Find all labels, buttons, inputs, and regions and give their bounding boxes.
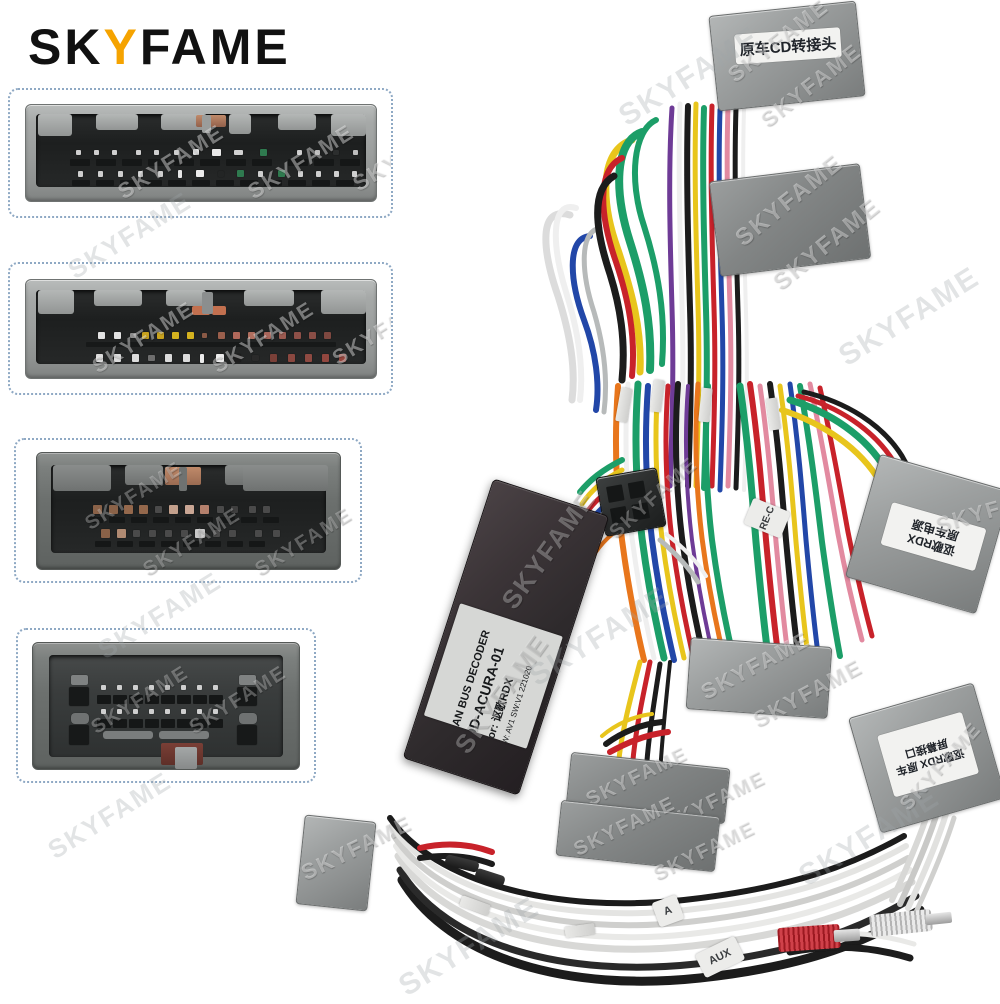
wire-bundle-graphics [387,101,957,986]
rca-plug-red[interactable] [777,923,861,953]
connector-label-rdx-power: 讴歌RDX 原车电源 [880,501,987,572]
skyfame-logo: SKYFAME [28,20,348,74]
connector-swatch-wide-gray-24pin: SKYFAME SKYFAME SKYFAME [24,104,391,204]
connector-swatch-gray-colored-pins: SKYFAME SKYFAME SKYFAME [24,278,391,379]
connector-plain-gray-upper[interactable]: SKYFAME SKYFAME [708,149,886,296]
logo-text-accent-y: Y [103,19,140,75]
connector-swatch-4-panel: SKYFAME SKYFAME [16,628,316,783]
connector-swatch-1-panel: SKYFAME SKYFAME SKYFAME [8,88,393,218]
logo-text-part2: FAME [139,19,291,75]
connector-original-cd-adapter[interactable]: 原车CD转接头 SKYFAME SKYFAME [708,0,866,132]
connector-mid-gray-a[interactable]: SKYFAME SKYFAME [685,626,867,732]
connector-label-rdx-secondary: 讴歌RDX 原车 屏幕接口 [876,711,980,798]
connector-swatch-deep-socket-housing: SKYFAME SKYFAME [32,641,300,770]
logo-text-part1: SK [28,19,104,75]
connector-swatch-2-panel: SKYFAME SKYFAME SKYFAME [8,262,393,395]
connector-swatch-3-panel: SKYFAME SKYFAME SKYFAME [14,438,362,583]
connector-label-cd-adapter: 原车CD转接头 [734,27,842,65]
wiring-harness-assembly: 原车CD转接头 SKYFAME SKYFAME SKYFAME SKYFAME … [270,0,1000,1003]
connector-swatch-dark-gray-brown-pins: SKYFAME SKYFAME SKYFAME [35,451,356,580]
connector-bottom-left-gray[interactable]: SKYFAME [295,810,416,912]
